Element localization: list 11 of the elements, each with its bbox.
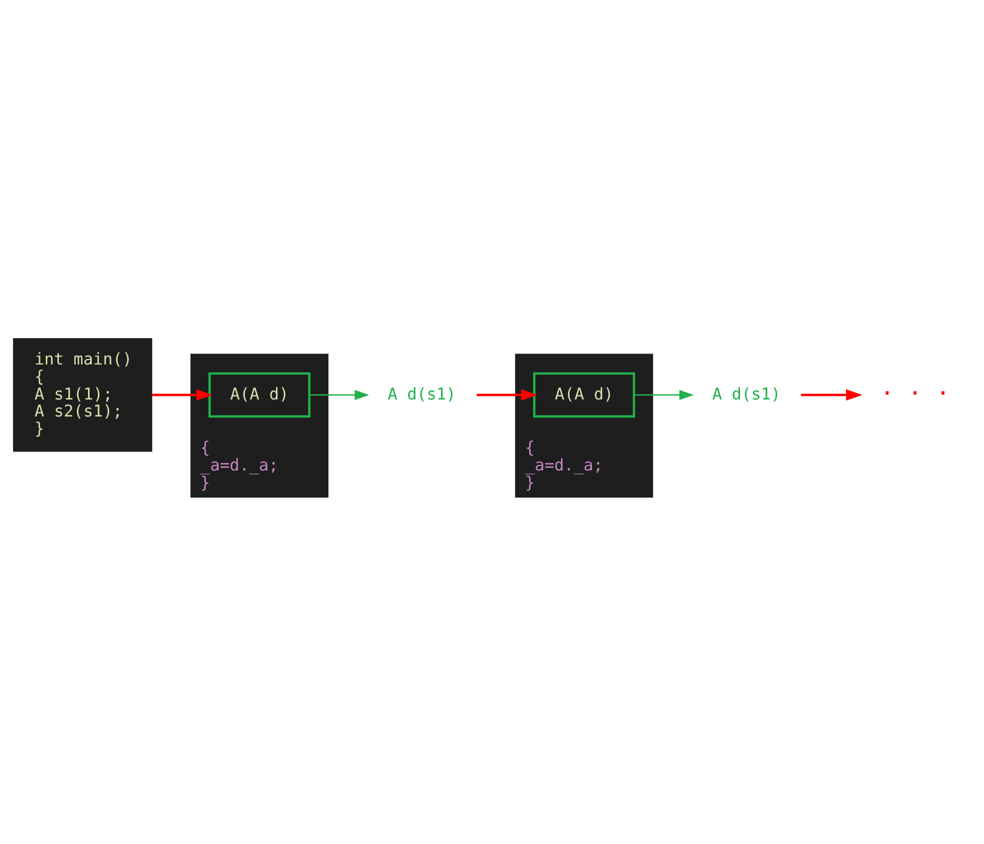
arrow [476, 388, 537, 400]
node-box: A(A d) [532, 372, 635, 418]
arrow [634, 389, 694, 400]
node-box: int main() { A s1(1); A s2(s1); } [12, 338, 152, 452]
arrow [151, 388, 212, 400]
node-text: A d(s1) [387, 384, 456, 403]
arrow [308, 389, 369, 400]
node-text: A d(s1) [712, 384, 780, 403]
arrow [800, 388, 862, 400]
node-text: · · · [880, 379, 950, 406]
node-box: A(A d) [208, 372, 310, 418]
